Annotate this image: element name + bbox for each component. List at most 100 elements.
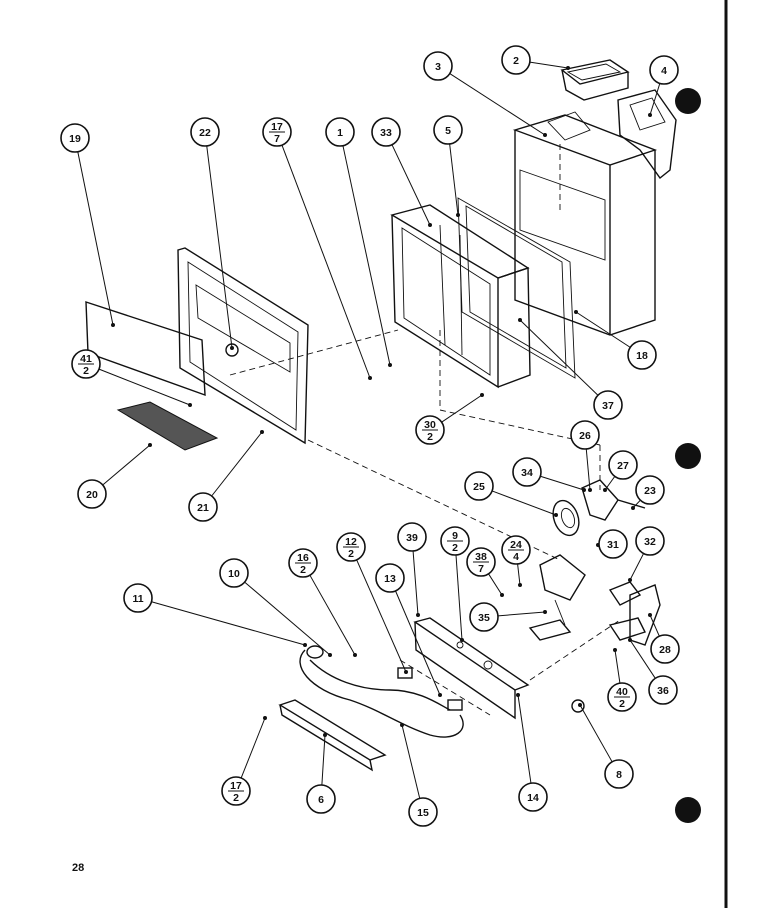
callout-circle (397, 522, 427, 552)
leader-point (518, 583, 522, 587)
callout-circle (433, 115, 463, 145)
callout-number: 18 (636, 350, 648, 362)
callout-quantity: 7 (478, 563, 484, 575)
part-4-chute (617, 89, 677, 180)
part-21-bezel (177, 247, 309, 445)
callout-number: 20 (86, 489, 98, 501)
callout-c13: 13 (375, 563, 442, 697)
leader-point (613, 648, 617, 652)
leader-line (585, 448, 591, 491)
part-2-cap (560, 59, 630, 101)
callout-circle (627, 340, 657, 370)
leader-point (388, 363, 392, 367)
callout-c12-2: 122 (336, 532, 408, 674)
callout-c10: 10 (219, 558, 332, 657)
leader-line (488, 573, 503, 596)
callout-number: 5 (445, 125, 451, 137)
callout-c17-7: 177 (262, 117, 372, 380)
leader-point (263, 716, 267, 720)
callout-quantity: 2 (83, 365, 89, 377)
callout-number: 39 (406, 532, 418, 544)
leader-line (77, 151, 114, 326)
leader-line (529, 61, 569, 69)
leader-point (628, 578, 632, 582)
callout-circle (423, 51, 453, 81)
leader-line (309, 574, 356, 656)
leader-line (649, 614, 660, 637)
leader-line (240, 717, 266, 779)
callout-c38-7: 387 (466, 547, 504, 597)
callout-number: 14 (527, 792, 539, 804)
part-34-gear-bracket (581, 479, 646, 521)
leader-line (491, 490, 557, 516)
part-15-wire-harness (299, 645, 464, 738)
callout-c14: 14 (516, 693, 548, 812)
leader-point (148, 443, 152, 447)
callout-c17-2: 172 (221, 716, 267, 806)
callout-circle (60, 123, 90, 153)
callout-number: 30 (424, 419, 436, 431)
callout-c33: 33 (371, 117, 432, 227)
leader-line (449, 73, 546, 136)
callout-c5: 5 (433, 115, 463, 217)
leader-point (400, 723, 404, 727)
callout-circle (518, 782, 548, 812)
leader-line (98, 368, 191, 406)
leader-point (574, 310, 578, 314)
callout-circle (608, 450, 638, 480)
callout-circle (635, 475, 665, 505)
callout-number: 10 (228, 568, 240, 580)
callout-c9-2: 92 (440, 526, 470, 642)
callout-quantity: 2 (348, 548, 354, 560)
callout-circle (188, 492, 218, 522)
callout-c15: 15 (400, 723, 438, 827)
callout-c8: 8 (578, 703, 634, 789)
leader-line (575, 311, 631, 348)
callout-number: 35 (478, 612, 490, 624)
callout-circle (371, 117, 401, 147)
callout-quantity: 2 (452, 542, 458, 554)
leader-point (518, 318, 522, 322)
leader-point (603, 488, 607, 492)
callout-number: 26 (579, 430, 591, 442)
leader-point (428, 223, 432, 227)
leader-line (455, 554, 463, 641)
leader-point (628, 638, 632, 642)
leader-line (281, 144, 371, 379)
leader-line (579, 704, 613, 763)
leader-point (543, 133, 547, 137)
callout-number: 22 (199, 127, 211, 139)
callout-circle (512, 457, 542, 487)
leader-point (353, 653, 357, 657)
callout-c21: 21 (188, 430, 264, 522)
callout-c41-2: 412 (71, 349, 192, 407)
leader-line (517, 694, 532, 784)
callout-number: 25 (473, 481, 485, 493)
part-28-paddle (629, 584, 661, 646)
callout-c19: 19 (60, 123, 115, 327)
leader-line (517, 563, 521, 586)
callout-c25: 25 (464, 471, 558, 517)
leader-line (342, 145, 391, 366)
callout-c4: 4 (648, 55, 679, 117)
callout-circle (325, 117, 355, 147)
leader-line (321, 734, 326, 786)
callout-number: 36 (657, 685, 669, 697)
callout-circle (649, 55, 679, 85)
leader-line (497, 611, 546, 617)
leader-line (629, 639, 656, 679)
callout-c30-2: 302 (415, 393, 484, 445)
callout-c26: 26 (570, 420, 600, 492)
callout-circle (464, 471, 494, 501)
leader-line (244, 581, 331, 656)
page-number: 28 (72, 862, 85, 874)
callout-c24-4: 244 (501, 535, 531, 587)
callout-c23: 23 (631, 475, 665, 510)
leader-point (543, 610, 547, 614)
leader-line (206, 145, 233, 349)
callout-number: 38 (475, 551, 487, 563)
callout-circle (635, 526, 665, 556)
leader-point (578, 703, 582, 707)
callout-circle (123, 583, 153, 613)
